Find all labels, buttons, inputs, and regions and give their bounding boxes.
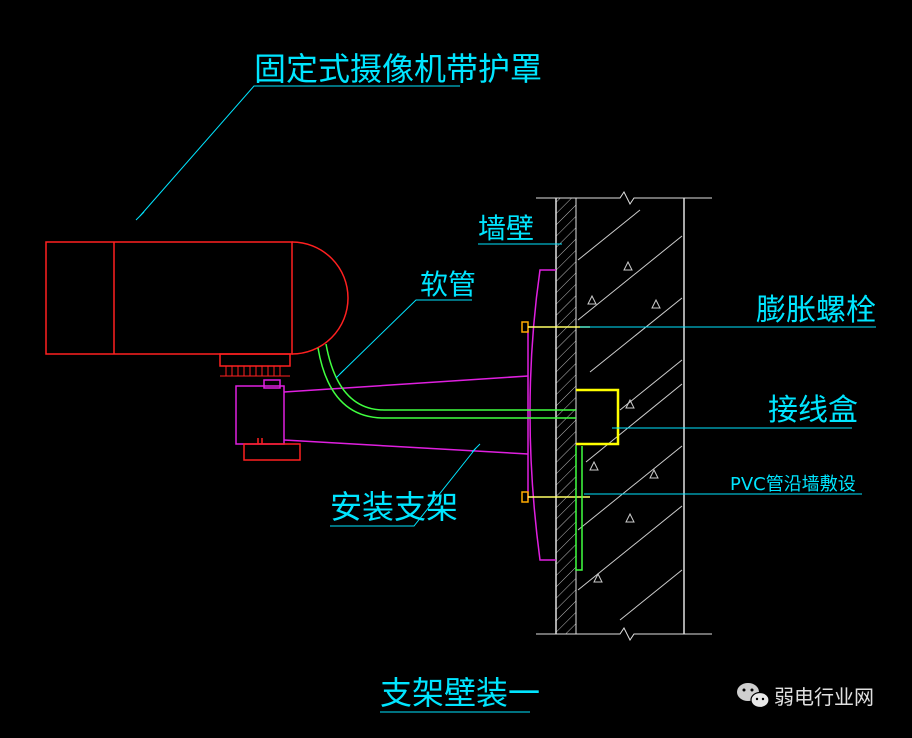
wall-break-top [536,191,712,205]
leader-lines [139,85,876,713]
leader-hose [339,299,472,375]
leader-camera [139,85,460,217]
label-wall: 墙壁 [478,212,534,245]
wechat-icon [737,683,770,709]
camera-mount-plate [219,353,291,367]
expansion-bolt-bottom [521,491,590,503]
diagram-title: 支架壁装一 [380,674,540,712]
wall-plate-outline [529,269,556,561]
camera-lens-dome [291,241,349,355]
leader-bracket [330,447,477,527]
watermark-text: 弱电行业网 [774,685,874,709]
bracket-top-edge [283,375,529,393]
labels: 固定式摄像机带护罩 墙壁 软管 膨胀螺栓 接线盒 PVC管沿墙敷设 安装支架 支… [254,50,876,712]
expansion-bolt-top [521,321,590,333]
label-junction-box: 接线盒 [768,393,858,428]
bracket-knob [263,379,281,389]
camera-housing [45,241,293,355]
wall-plaster-layer [556,198,576,634]
leader-ticks [135,211,481,453]
flexible-hose [317,343,576,419]
camera-mount-teeth [220,366,290,377]
camera-base-plate [243,443,301,461]
camera [45,241,349,461]
concrete-aggregate [587,260,661,583]
pvc-conduit [575,446,583,571]
label-pvc: PVC管沿墙敷设 [730,474,856,495]
label-camera: 固定式摄像机带护罩 [254,50,542,88]
label-hose: 软管 [420,268,476,301]
bracket-bottom-edge [283,439,529,455]
wall [536,191,712,641]
watermark: 弱电行业网 [737,683,874,709]
hose-outer [325,343,576,411]
label-bracket: 安装支架 [330,488,458,526]
label-bolt: 膨胀螺栓 [756,293,876,328]
hose-inner [317,347,576,419]
wall-plate [527,269,556,561]
junction-box [576,388,620,446]
wall-break-bottom [536,627,712,641]
